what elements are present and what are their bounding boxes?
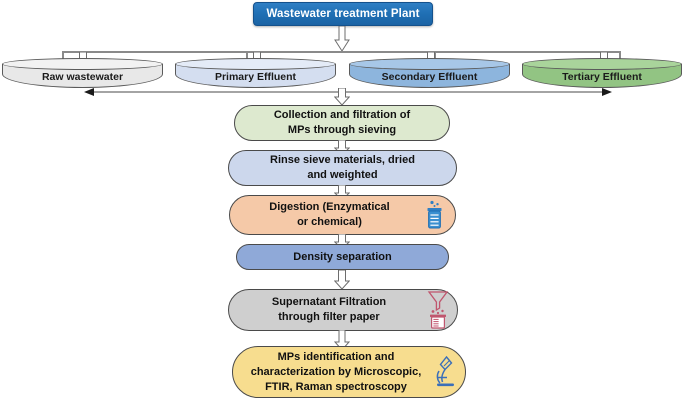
step-label: MPs identification and characterization … [250,350,422,393]
step-label: Density separation [293,250,392,263]
cylinder-raw-wastewater: Raw wastewater [2,58,163,88]
step-label: Collection and filtration of MPs through… [273,109,411,136]
step-digestion: Digestion (Enzymatical or chemical) [229,195,456,235]
cylinder-top [522,58,682,70]
step-density-separation: Density separation [236,244,449,270]
cylinder-secondary-effluent: Secondary Effluent [349,58,510,88]
step-label: Digestion (Enzymatical or chemical) [269,201,390,228]
arrow-step-4-to-5 [334,270,350,290]
cylinder-label: Tertiary Effluent [562,71,642,83]
bus-drop-mid-left [246,51,248,60]
cylinder-top [175,58,336,70]
distribution-bus-line [62,51,621,53]
cylinder-top [349,58,510,70]
step-collection-filtration: Collection and filtration of MPs through… [234,105,450,141]
step-label: Supernatant Filtration through filter pa… [271,296,387,323]
cylinder-top [2,58,163,70]
beaker-icon [423,200,447,230]
cylinder-primary-effluent: Primary Effluent [175,58,336,88]
arrow-title-to-bus [334,26,350,52]
step-supernatant-filtration: Supernatant Filtration through filter pa… [228,289,458,331]
bidirectional-arrow [84,86,612,98]
cylinder-tertiary-effluent: Tertiary Effluent [522,58,682,88]
step-label: Rinse sieve materials, dried and weighte… [270,154,415,181]
step-mps-identification: MPs identification and characterization … [232,346,466,398]
funnel-filter-icon [425,291,451,329]
bus-drop-left [62,51,64,60]
step-rinse-sieve-materials: Rinse sieve materials, dried and weighte… [228,150,457,186]
title-box-wastewater-treatment-plant: Wastewater treatment Plant [253,2,433,26]
bus-drop-right [619,51,621,60]
cylinder-label: Primary Effluent [214,71,297,83]
title-box-label: Wastewater treatment Plant [266,8,420,20]
cylinder-label: Raw wastewater [41,71,124,83]
arrow-bus-to-step-1 [334,88,350,106]
cylinder-label: Secondary Effluent [381,71,478,83]
microscope-icon [433,355,459,389]
